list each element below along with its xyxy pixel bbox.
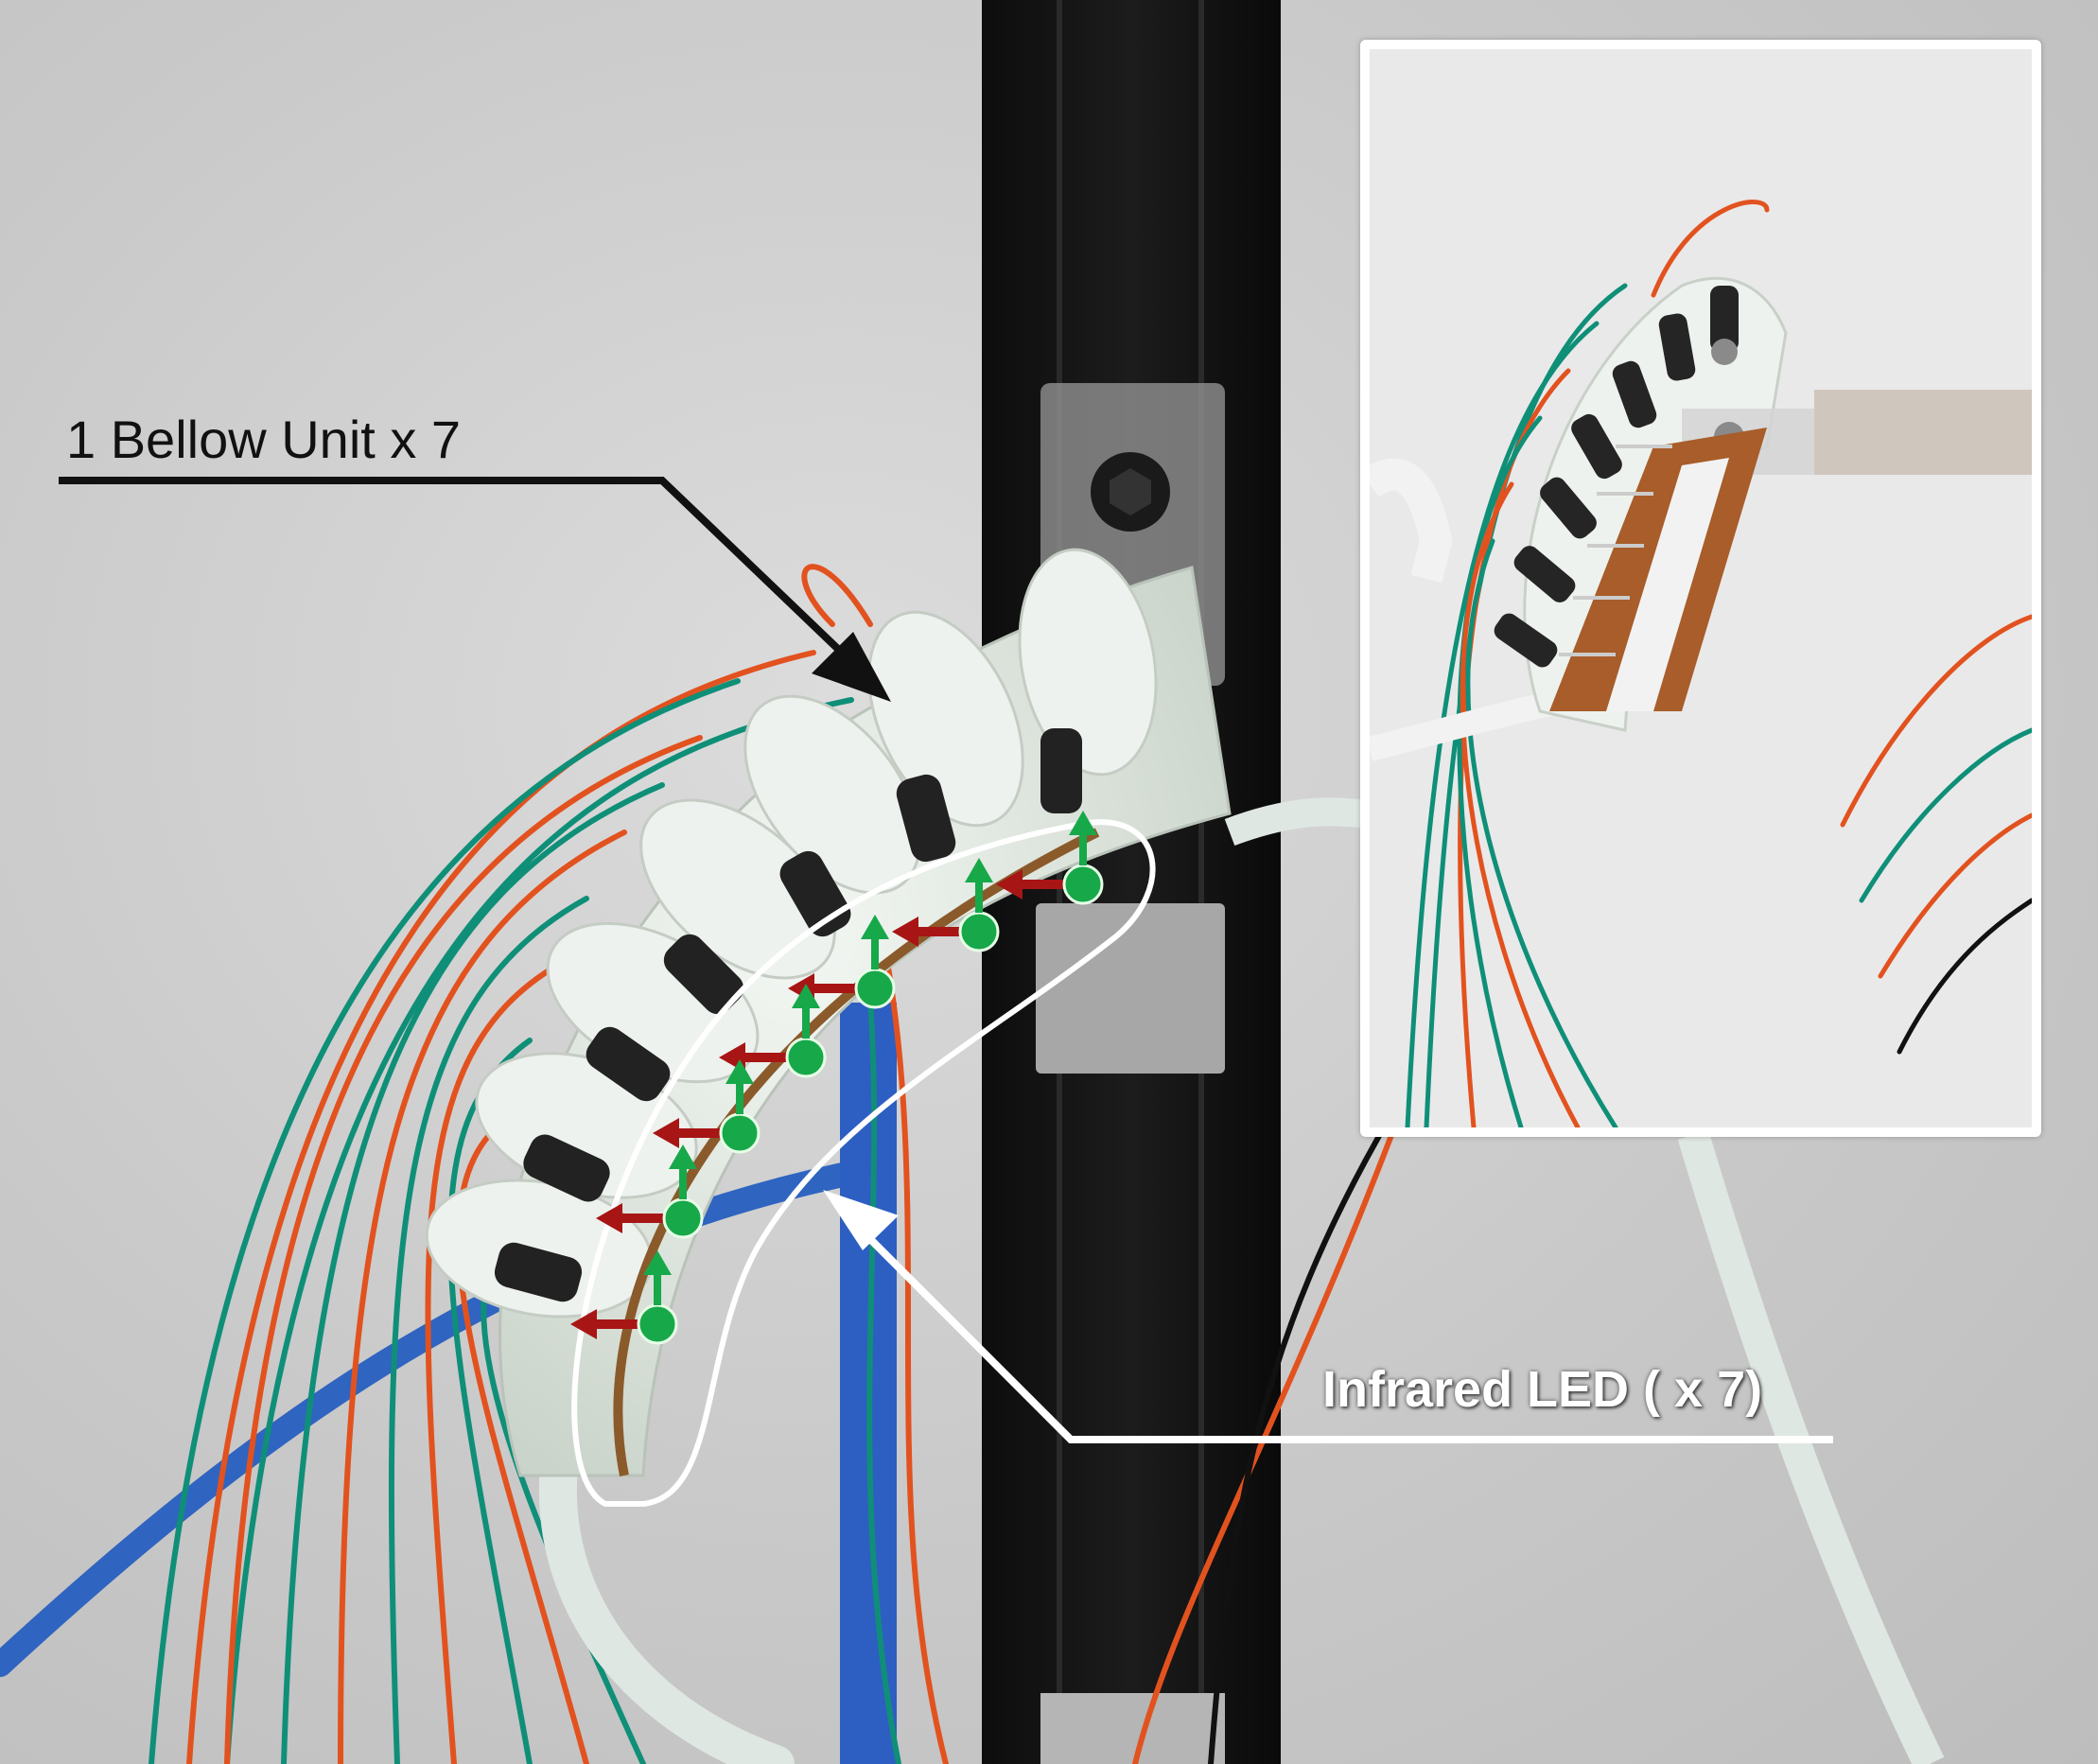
silicone-tube	[538, 1400, 795, 1764]
led-marker-5	[653, 1059, 761, 1154]
led-marker-7	[570, 1250, 678, 1345]
led-label-leader	[823, 1190, 1833, 1443]
sensor-pads	[494, 728, 1082, 1302]
led-highlight-outline	[571, 819, 1156, 1507]
closeup-illustration	[1370, 49, 2032, 1127]
up-arrow-circle-icon	[1062, 864, 1104, 905]
led-direction-markers	[570, 811, 1104, 1345]
aluminum-clamp	[1036, 903, 1225, 1074]
bellow-label-leader	[59, 477, 891, 702]
infrared-led-label: Infrared LED ( x 7)	[1322, 1361, 1763, 1418]
up-arrow-circle-icon	[662, 1197, 704, 1239]
up-arrow-circle-icon	[785, 1037, 827, 1078]
closeup-inset	[1360, 40, 2041, 1137]
led-marker-2	[892, 858, 1000, 952]
up-arrow-circle-icon	[958, 911, 1000, 952]
up-arrow-circle-icon	[637, 1303, 678, 1345]
blue-cable	[0, 1161, 864, 1677]
led-marker-4	[719, 984, 827, 1078]
up-arrow-circle-icon	[719, 1112, 761, 1154]
up-arrow-circle-icon	[854, 968, 896, 1009]
led-marker-3	[788, 915, 896, 1009]
bottom-bracket	[1040, 1693, 1225, 1764]
led-marker-6	[596, 1144, 704, 1239]
led-strip	[613, 828, 1100, 1476]
led-marker-1	[996, 811, 1104, 905]
bellow-unit-label: 1 Bellow Unit x 7	[66, 410, 462, 469]
